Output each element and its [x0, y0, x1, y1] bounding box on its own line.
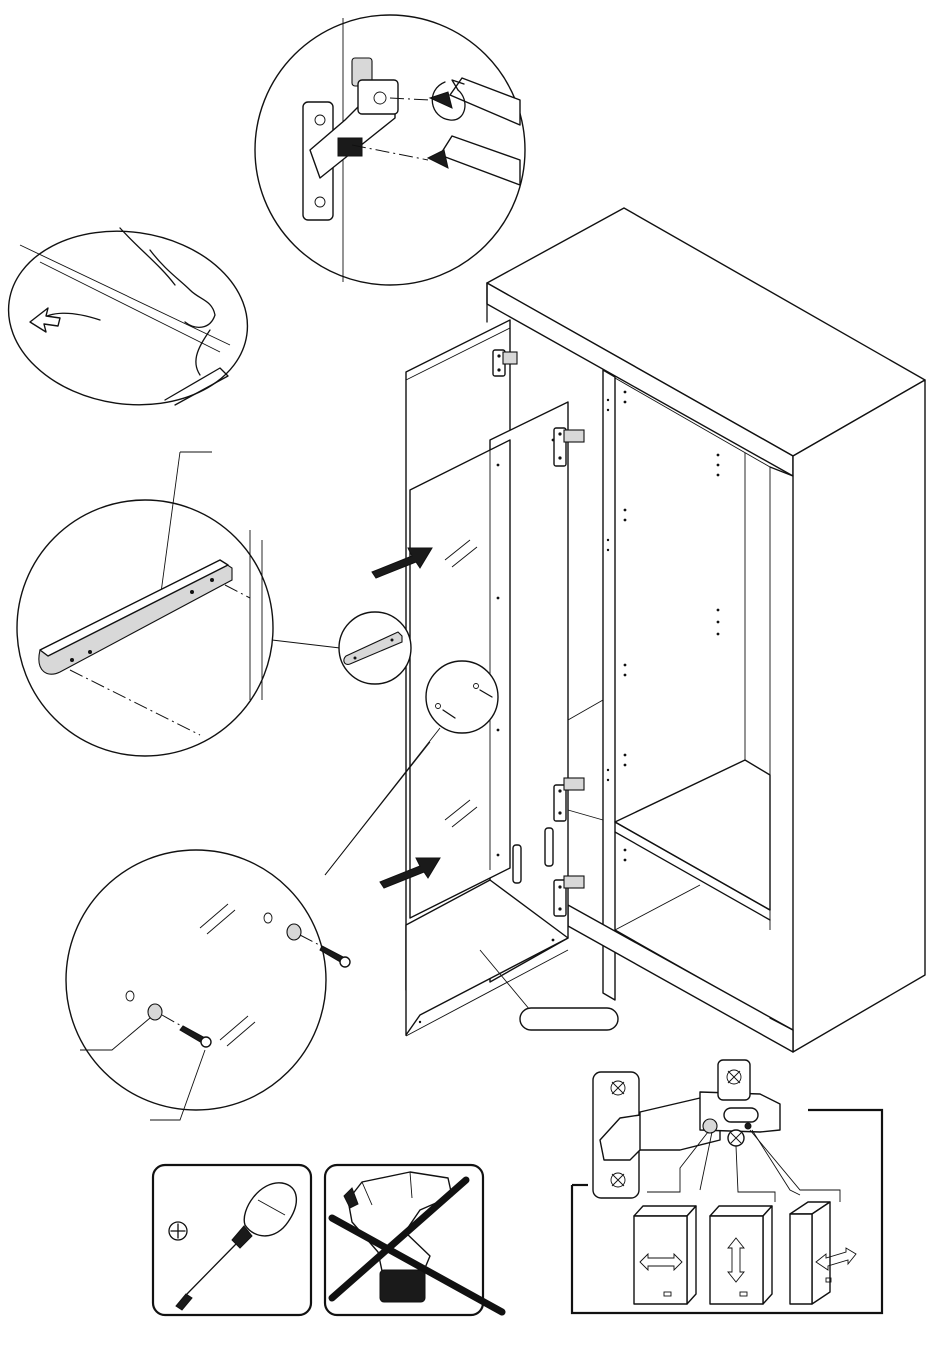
phillips-head-icon — [169, 1222, 187, 1240]
adjust-vertical-icon — [710, 1206, 772, 1304]
door-hinge-2 — [554, 778, 584, 821]
screwdriver-tool-box — [153, 1165, 311, 1315]
detail-hinge-adjust — [255, 15, 525, 285]
mounting-plate — [513, 845, 521, 883]
door-hinge-1 — [554, 428, 584, 466]
detail-peel-foil — [0, 216, 259, 420]
door-hinge-top — [493, 350, 517, 376]
hinge-adjustment-diagram — [572, 1060, 882, 1313]
adjust-horizontal-icon — [634, 1206, 696, 1304]
detail-handle — [17, 452, 411, 756]
mounting-plate — [545, 828, 553, 866]
drill-forbidden-box — [325, 1165, 502, 1315]
